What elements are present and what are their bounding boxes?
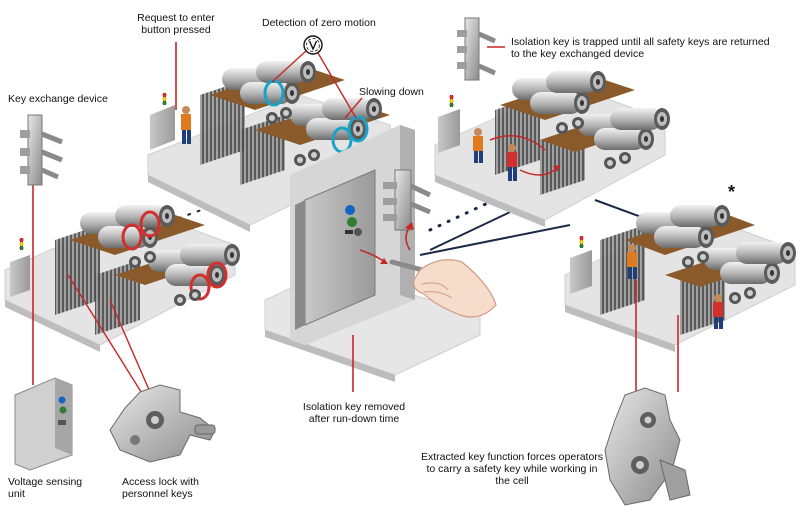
v-in-circle-icon [303, 35, 323, 55]
right-top-cell [434, 71, 670, 227]
key-exchange-unit-central [383, 169, 432, 231]
operator-figure [181, 106, 191, 144]
right-bottom-cell [564, 205, 796, 352]
label-isolation-trapped: Isolation key is trapped until all safet… [511, 36, 770, 60]
label-access-lock: Access lock with personnel keys [122, 476, 199, 500]
label-voltage-sensing: Voltage sensing unit [8, 476, 82, 500]
label-removed-line-2: after run-down time [308, 413, 400, 425]
label-voltage-line-2: unit [8, 488, 25, 500]
top-cell [147, 61, 396, 232]
label-voltage-line-1: Voltage sensing [8, 476, 83, 488]
key-exchange-device [20, 114, 63, 186]
extracted-key-lock [604, 387, 691, 506]
label-request-line-1: Request to enter [137, 12, 215, 24]
label-slowing-down: Slowing down [359, 86, 424, 98]
hand-with-key [389, 259, 497, 318]
label-access-line-1: Access lock with [122, 476, 200, 488]
access-lock [109, 384, 216, 463]
central-panel [264, 125, 497, 382]
asterisk-mark: * [728, 182, 736, 202]
left-cell [4, 205, 240, 352]
key-exchange-device-top-right [457, 17, 497, 81]
label-extracted-line-1: Extracted key function forces operators [420, 451, 604, 463]
label-request-line-2: button pressed [141, 24, 211, 36]
label-extracted-line-3: the cell [495, 475, 529, 487]
voltage-sensing-unit [14, 377, 73, 471]
label-removed-line-1: Isolation key removed [302, 401, 406, 413]
callout-lines [32, 42, 679, 396]
label-access-line-2: personnel keys [122, 488, 193, 500]
label-trapped-line-2: to the key exchanged device [511, 48, 645, 60]
label-key-exchange-device: Key exchange device [8, 93, 108, 105]
label-zero-motion: Detection of zero motion [262, 17, 376, 29]
label-extracted-line-2: to carry a safety key while working in [426, 463, 598, 475]
label-isolation-removed: Isolation key removed after run-down tim… [290, 401, 418, 425]
label-extracted-key: Extracted key function forces operators … [412, 451, 612, 487]
label-trapped-line-1: Isolation key is trapped until all safet… [511, 36, 770, 48]
label-request-to-enter: Request to enter button pressed [126, 12, 226, 36]
